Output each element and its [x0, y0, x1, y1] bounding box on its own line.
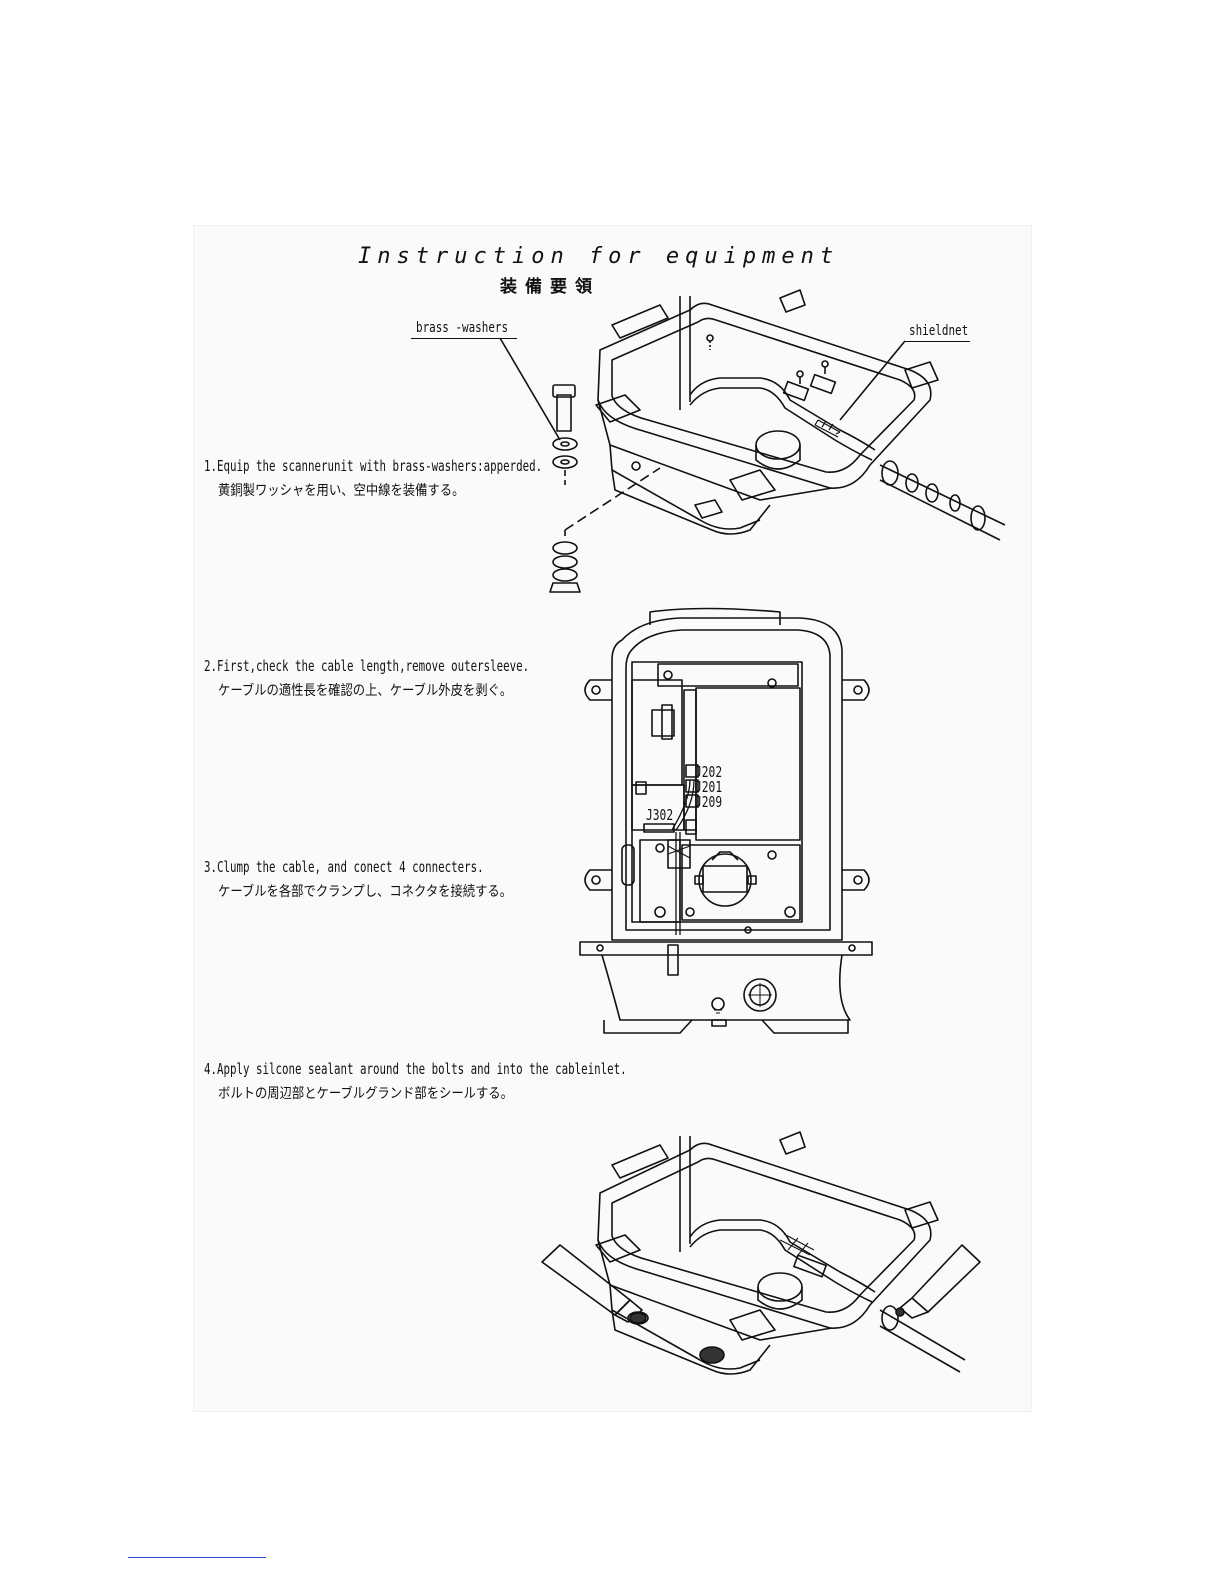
step-1-text: 1.Equip the scannerunit with brass-washe…	[204, 457, 543, 475]
footer-link-underline[interactable]	[128, 1557, 266, 1558]
shieldnet-callout: shieldnet	[909, 323, 969, 339]
page-title-jp: 装備要領	[500, 277, 600, 297]
scanner-base-drawing-1	[499, 289, 1006, 593]
step-1-text-jp: 黄銅製ワッシャを用い、空中線を装備する。	[218, 483, 465, 499]
shieldnet-underline	[904, 341, 970, 342]
connector-j209-label: J209	[695, 793, 723, 811]
scanner-open-drawing-2	[579, 607, 873, 1034]
brass-washers-callout: brass -washers	[416, 320, 509, 336]
step-3-text: 3.Clump the cable, and conect 4 connecte…	[204, 858, 484, 876]
step-4-text-jp: ボルトの周辺部とケーブルグランド部をシールする。	[218, 1086, 513, 1102]
step-3-text-jp: ケーブルを各部でクランプし、コネクタを接続する。	[218, 884, 513, 900]
step-4-text: 4.Apply silcone sealant around the bolts…	[204, 1060, 627, 1078]
brass-washers-underline	[411, 338, 517, 339]
page-title: Instruction for equipment	[358, 244, 840, 269]
connector-j302-label: J302	[646, 806, 674, 824]
step-2-text-jp: ケーブルの適性長を確認の上、ケーブル外皮を剥ぐ。	[218, 683, 513, 699]
connector-j201-label: J201	[695, 778, 723, 796]
scanner-sealant-drawing-4	[541, 1131, 981, 1375]
step-2-text: 2.First,check the cable length,remove ou…	[204, 657, 530, 675]
connector-j202-label: J202	[695, 763, 723, 781]
